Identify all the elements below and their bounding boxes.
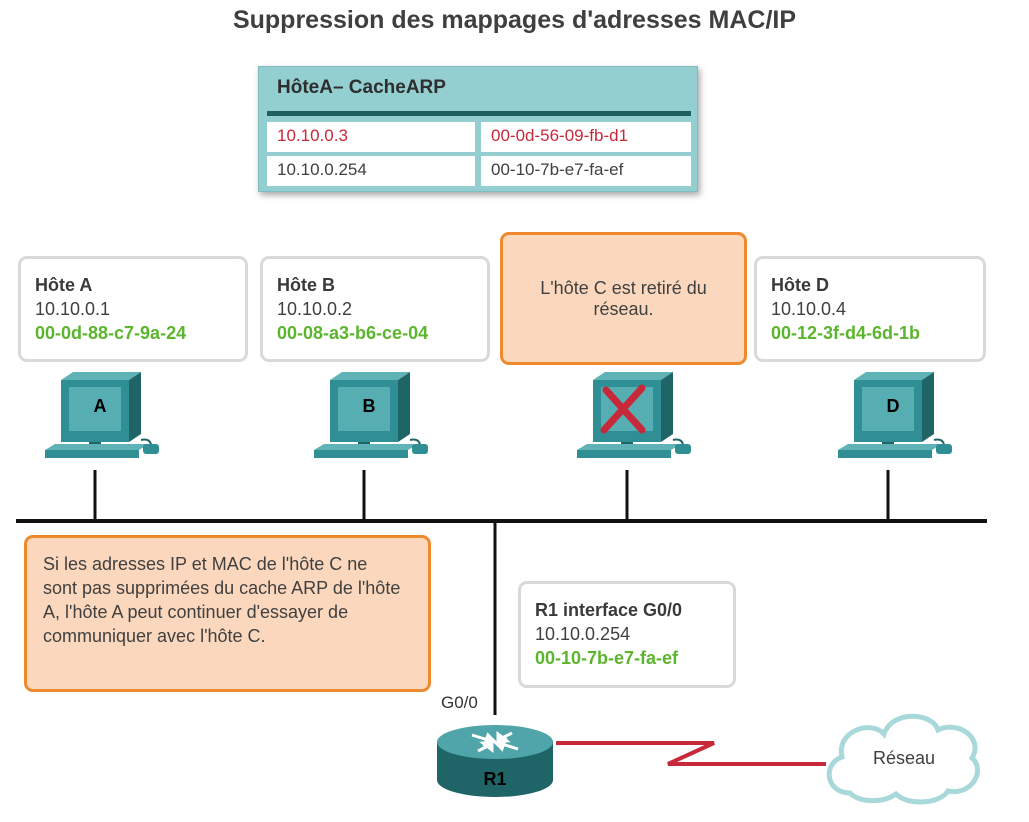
router-port-label: G0/0 bbox=[441, 693, 478, 712]
arp-warning-note: Si les adresses IP et MAC de l'hôte C ne… bbox=[24, 535, 431, 692]
arp-row-2-ip: 10.10.0.254 bbox=[267, 156, 475, 186]
host-d-name: Hôte D bbox=[771, 275, 829, 295]
diagram-title: Suppression des mappages d'adresses MAC/… bbox=[232, 6, 797, 34]
arp-row-1-mac: 00-0d-56-09-fb-d1 bbox=[481, 122, 691, 152]
host-a-name: Hôte A bbox=[35, 275, 93, 295]
host-d-pc-label: D bbox=[887, 396, 900, 416]
host-c-removed-text: L'hôte C est retiré du réseau. bbox=[540, 277, 707, 319]
router-label: R1 bbox=[483, 769, 506, 789]
host-d-info: Hôte D 10.10.0.4 00-12-3f-d4-6d-1b bbox=[754, 256, 986, 362]
arp-row-2-mac: 00-10-7b-e7-fa-ef bbox=[481, 156, 691, 186]
arp-cache-title: HôteA– CacheARP bbox=[277, 77, 446, 98]
host-b-pc-label: B bbox=[363, 396, 376, 416]
host-a-ip: 10.10.0.1 bbox=[35, 299, 111, 319]
host-a-info: Hôte A 10.10.0.1 00-0d-88-c7-9a-24 bbox=[18, 256, 248, 362]
router-interface-info: R1 interface G0/0 10.10.0.254 00-10-7b-e… bbox=[518, 581, 736, 688]
host-d-mac: 00-12-3f-d4-6d-1b bbox=[771, 323, 921, 343]
arp-warning-text: Si les adresses IP et MAC de l'hôte C ne… bbox=[43, 554, 401, 646]
host-b-ip: 10.10.0.2 bbox=[277, 299, 353, 319]
host-a-mac: 00-0d-88-c7-9a-24 bbox=[35, 323, 187, 343]
router-interface-ip: 10.10.0.254 bbox=[535, 624, 631, 644]
network-cloud-icon bbox=[826, 713, 980, 805]
cloud-label: Réseau bbox=[873, 748, 935, 768]
host-d-ip: 10.10.0.4 bbox=[771, 299, 847, 319]
wan-serial-link bbox=[556, 741, 826, 766]
router-interface-mac: 00-10-7b-e7-fa-ef bbox=[535, 648, 679, 668]
host-c-removed-x-icon bbox=[600, 384, 646, 434]
host-b-mac: 00-08-a3-b6-ce-04 bbox=[277, 323, 429, 343]
host-c-computer-icon bbox=[576, 371, 692, 459]
arp-cache-divider bbox=[267, 111, 691, 116]
arp-cache-table: HôteA– CacheARP 10.10.0.3 00-0d-56-09-fb… bbox=[258, 66, 698, 192]
host-c-removed-note: L'hôte C est retiré du réseau. bbox=[500, 232, 747, 365]
router-icon bbox=[437, 725, 553, 797]
host-b-name: Hôte B bbox=[277, 275, 335, 295]
arp-row-1-ip: 10.10.0.3 bbox=[267, 122, 475, 152]
host-a-pc-label: A bbox=[94, 396, 107, 416]
router-interface-title: R1 interface G0/0 bbox=[535, 600, 683, 620]
host-b-info: Hôte B 10.10.0.2 00-08-a3-b6-ce-04 bbox=[260, 256, 490, 362]
